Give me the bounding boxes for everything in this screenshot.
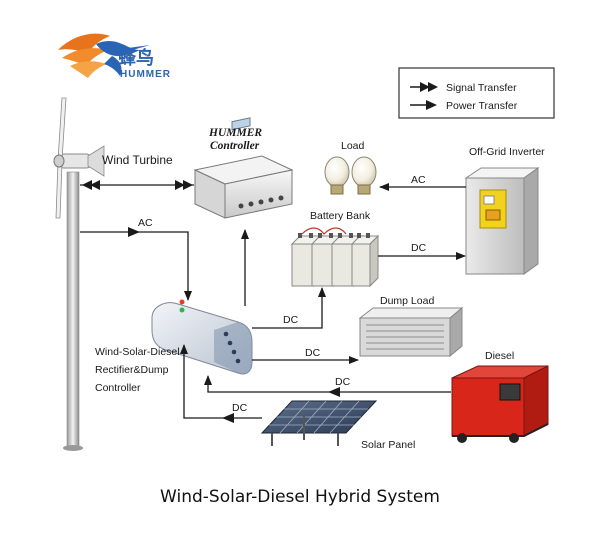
rectifier-label-line1: Wind-Solar-Diesel (95, 346, 180, 358)
diesel-wheel (457, 433, 467, 443)
diesel-panel (499, 383, 521, 401)
diesel-generator (451, 365, 549, 443)
legend: Signal Transfer Power Transfer (398, 67, 555, 119)
controller-port-2 (248, 201, 254, 207)
dc-label-solar: DC (232, 402, 248, 414)
inverter-button (485, 209, 501, 221)
power-transfer-icon (410, 100, 437, 110)
inverter-display (483, 195, 495, 205)
rectifier-port-1 (223, 331, 229, 337)
dc-arrow-solar-icon (222, 413, 234, 423)
diesel-label: Diesel (485, 350, 514, 362)
legend-frame (398, 67, 555, 119)
rectifier-label-line3: Controller (95, 382, 141, 394)
dump-load (358, 306, 464, 358)
rectifier-led-red (179, 299, 185, 305)
wind-turbine-label: Wind Turbine (102, 153, 173, 167)
signal-arrow-left-icon (82, 180, 100, 190)
signal-transfer-icon (410, 82, 438, 92)
logo-brand: HUMMER (120, 69, 171, 80)
rectifier-port-2 (227, 340, 233, 346)
controller-port-1 (238, 203, 244, 209)
diesel-frame (452, 423, 549, 437)
dc-label-inverter: DC (411, 242, 427, 254)
rectifier-label-line2: Rectifier&Dump (95, 364, 169, 376)
ac-label-turbine: AC (138, 217, 153, 229)
rectifier-led-green (179, 307, 185, 313)
inverter-side-face (523, 167, 539, 275)
solar-panel (260, 400, 378, 446)
dc-line-diesel-rectifier (204, 375, 451, 393)
dump-load-side (449, 306, 463, 358)
ac-label-load: AC (411, 174, 426, 186)
solar-panel-label: Solar Panel (361, 439, 415, 451)
dc-label-dump: DC (305, 347, 321, 359)
solar-panel-grid (269, 400, 368, 434)
connections (80, 180, 466, 423)
turbine-base (63, 445, 83, 451)
dc-label-diesel: DC (335, 376, 351, 388)
controller-port-5 (278, 195, 284, 201)
ac-arrow-icon (128, 227, 140, 237)
turbine-tower (66, 171, 80, 449)
battery-cable (301, 227, 347, 235)
turbine-hub (53, 154, 65, 168)
hummingbird-logo-icon (58, 33, 150, 78)
battery-bank (290, 227, 380, 288)
turbine-blade-bottom (55, 161, 63, 219)
logo: 蜂鸟 HUMMER (58, 33, 171, 80)
diesel-wheel (509, 433, 519, 443)
dc-line-solar-rectifier (180, 344, 262, 419)
controller-brand-label: HUMMER (208, 127, 262, 139)
inverter-label: Off-Grid Inverter (469, 146, 545, 158)
dc-arrow-diesel-icon (328, 387, 340, 397)
dc-label-battery: DC (283, 314, 299, 326)
dump-load-grille (366, 324, 444, 350)
controller-name-label: Controller (210, 140, 260, 152)
logo-chinese: 蜂鸟 (118, 47, 154, 69)
ac-line-turbine-rectifier (80, 231, 192, 301)
light-bulb-icon (351, 156, 377, 195)
signal-arrow-right-icon (175, 180, 193, 190)
dump-load-label: Dump Load (380, 295, 434, 307)
dc-line-rectifier-battery (252, 287, 326, 329)
rectifier-controller (151, 299, 253, 375)
rectifier-port-3 (231, 349, 237, 355)
light-bulb-icon (324, 156, 350, 195)
load-label: Load (341, 140, 365, 152)
diagram-caption: Wind-Solar-Diesel Hybrid System (160, 487, 440, 507)
turbine-blade-top (57, 97, 67, 161)
controller-port-3 (258, 199, 264, 205)
off-grid-inverter (464, 167, 540, 275)
wind-turbine (53, 97, 105, 451)
legend-power-label: Power Transfer (446, 100, 518, 112)
rectifier-front-face (214, 322, 252, 374)
battery-bank-label: Battery Bank (310, 210, 371, 222)
turbine-tail (87, 145, 105, 177)
rectifier-port-4 (235, 358, 241, 364)
legend-signal-label: Signal Transfer (446, 82, 517, 94)
controller-port-4 (268, 197, 274, 203)
dump-load-top (358, 307, 464, 319)
controller-screen (231, 117, 251, 131)
battery-icon (350, 233, 380, 288)
solar-panel-legs (271, 414, 339, 446)
hummer-controller (193, 117, 294, 219)
